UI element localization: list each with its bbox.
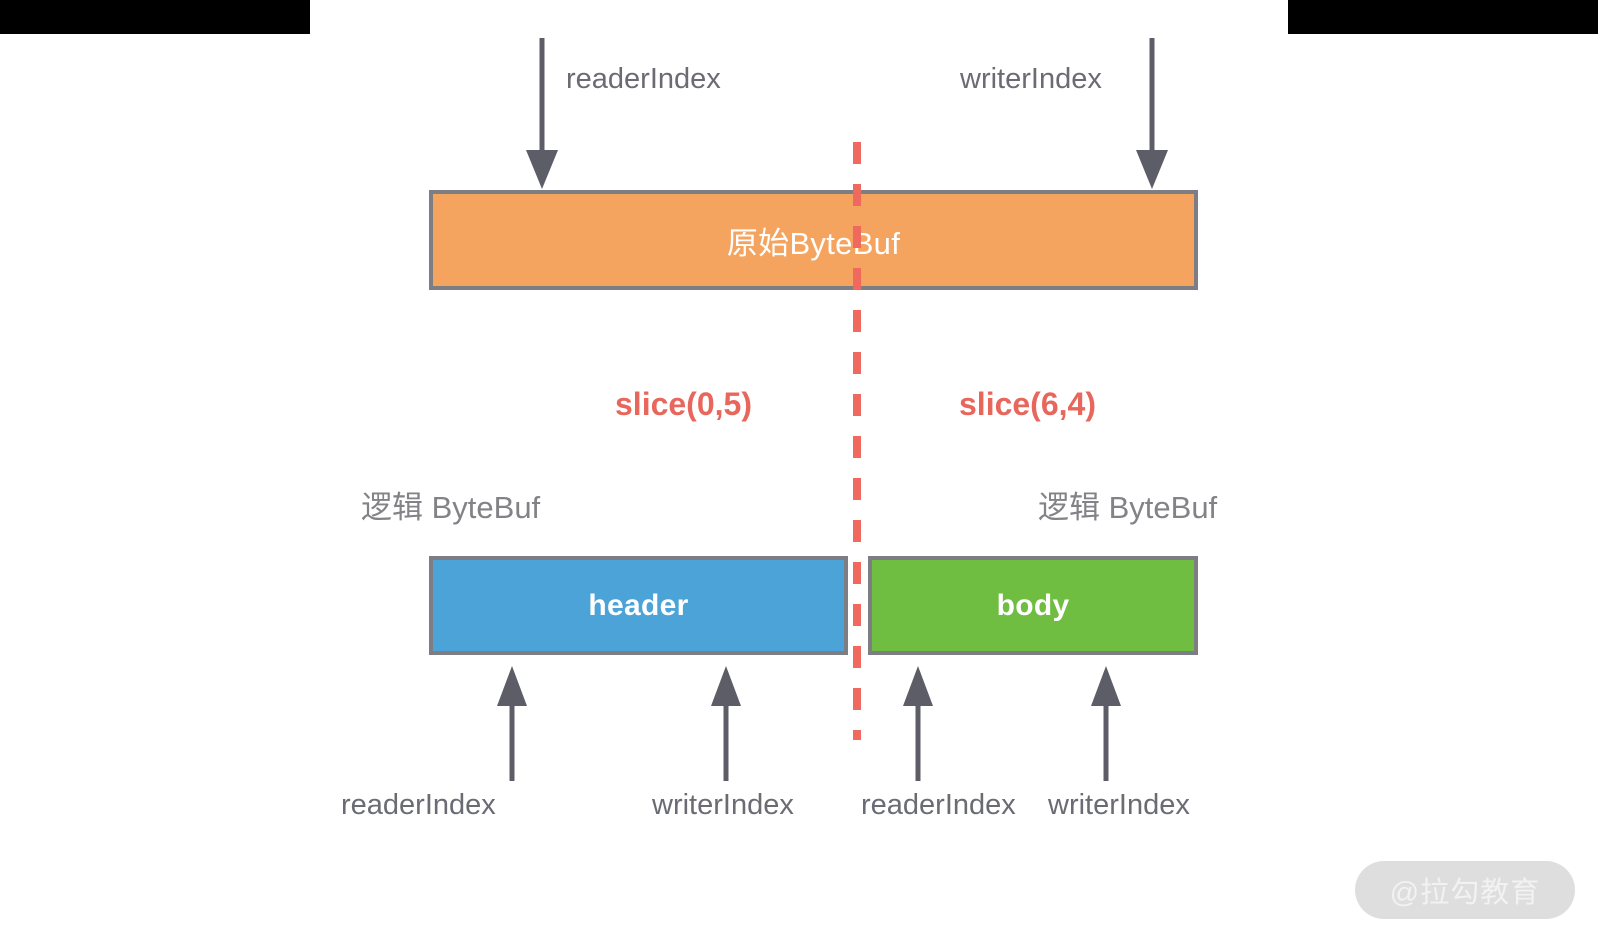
body-readerindex-label: readerIndex	[861, 789, 1016, 821]
original-bytebuf-label: 原始ByteBuf	[726, 225, 901, 261]
top-writerindex-arrow-down-icon	[1134, 38, 1170, 190]
header-readerindex-label: readerIndex	[341, 789, 496, 821]
logical-bytebuf-caption-right: 逻辑 ByteBuf	[1038, 490, 1218, 525]
logical-bytebuf-caption-left: 逻辑 ByteBuf	[361, 490, 541, 525]
header-writerindex-arrow-up-icon	[708, 665, 744, 781]
slice-label-right: slice(6,4)	[959, 386, 1096, 422]
slice-divider-dashed-line	[853, 142, 861, 740]
top-readerindex-arrow-down-icon	[524, 38, 560, 190]
body-block-label: body	[996, 588, 1070, 622]
header-readerindex-arrow-up-icon	[494, 665, 530, 781]
letterbox-bar-right	[1288, 0, 1598, 34]
top-readerindex-label: readerIndex	[566, 63, 721, 95]
header-writerindex-label: writerIndex	[652, 789, 794, 821]
top-writerindex-label: writerIndex	[960, 63, 1102, 95]
header-block-label: header	[588, 588, 689, 622]
letterbox-bar-left	[0, 0, 310, 34]
body-writerindex-label: writerIndex	[1048, 789, 1190, 821]
watermark-text: @拉勾教育	[1389, 877, 1541, 909]
watermark-badge: @拉勾教育	[1355, 861, 1575, 919]
header-block: header	[429, 556, 848, 655]
original-bytebuf-block: 原始ByteBuf	[429, 190, 1198, 290]
body-writerindex-arrow-up-icon	[1088, 665, 1124, 781]
body-readerindex-arrow-up-icon	[900, 665, 936, 781]
slice-label-left: slice(0,5)	[615, 386, 752, 422]
body-block: body	[868, 556, 1198, 655]
